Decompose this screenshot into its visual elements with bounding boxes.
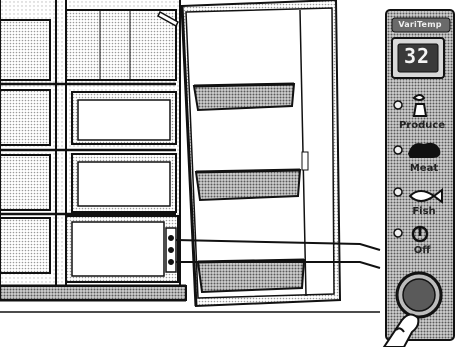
temperature-display: 32 <box>396 44 438 68</box>
produce-mode-button[interactable] <box>390 90 452 134</box>
select-button[interactable] <box>396 272 442 318</box>
meat-mode-button[interactable] <box>390 138 452 178</box>
fish-mode-button[interactable] <box>390 180 452 220</box>
off-mode-button[interactable] <box>390 222 452 260</box>
fridge-interior <box>0 0 186 300</box>
panel-title: VariTemp <box>389 20 451 29</box>
